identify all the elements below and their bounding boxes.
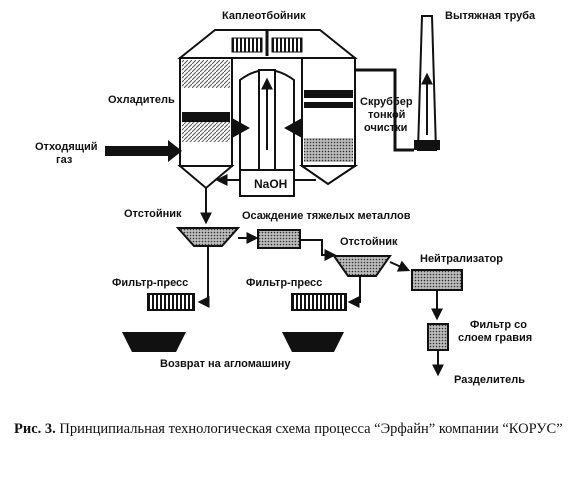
label-gravel-filter-2: слоем гравия: [458, 332, 533, 344]
return-hopper-1: [122, 332, 186, 352]
return-hopper-2: [282, 332, 344, 352]
flow-settler1-to-press1: [197, 246, 210, 308]
figure-caption: Рис. 3. Принципиальная технологическая с…: [14, 420, 566, 439]
offgas-arrowhead: [168, 140, 182, 162]
filter-press-1: [147, 293, 195, 311]
cooler-bottom-cone: [177, 165, 235, 190]
label-scrubber-3: очистки: [364, 122, 408, 134]
offgas-pipe: [105, 146, 171, 156]
liquid-treatment-line: [122, 188, 463, 377]
label-filter-press-2: Фильтр-пресс: [246, 277, 323, 289]
stack-base: [414, 140, 440, 150]
scrubber-packing: [304, 138, 353, 162]
cooler-packing-band: [182, 112, 230, 122]
label-settler-2: Отстойник: [340, 236, 398, 248]
droplet-separator-mesh-left: [231, 37, 263, 53]
label-separator: Разделитель: [454, 374, 526, 386]
label-naoh: NaOH: [254, 177, 288, 191]
scrubber-bottom-cone: [298, 165, 359, 186]
label-filter-press-1: Фильтр-пресс: [112, 277, 189, 289]
label-droplet-separator: Каплеотбойник: [222, 10, 306, 22]
cooler-packing-upper: [182, 60, 230, 88]
flow-heavy-to-settler2: [300, 239, 337, 261]
label-heavy-metals: Осаждение тяжелых металлов: [242, 210, 411, 222]
figure-caption-text: Принципиальная технологическая схема про…: [59, 421, 563, 437]
label-settler-1: Отстойник: [124, 208, 182, 220]
scrubber-band-lower: [304, 102, 353, 108]
filter-press-2: [291, 293, 347, 311]
label-scrubber-2: тонкой: [368, 109, 406, 121]
figure-number: Рис. 3.: [14, 421, 56, 437]
gas-flow-arrow-scrubber: [284, 118, 302, 138]
heavy-metals-tank: [257, 229, 301, 249]
settler-2: [332, 255, 392, 277]
settler-1: [175, 227, 241, 247]
label-return-sinter: Возврат на агломашину: [160, 358, 291, 370]
label-exhaust-stack: Вытяжная труба: [445, 10, 536, 22]
droplet-separator-mesh-right: [271, 37, 303, 53]
gas-flow-arrow-cooler: [232, 118, 250, 138]
label-neutralizer: Нейтрализатор: [420, 253, 503, 265]
process-flow-diagram: [105, 15, 463, 377]
flow-settler2-to-neutralizer: [389, 260, 411, 272]
scrubber-to-stack-duct: [355, 68, 414, 152]
gravel-filter: [427, 323, 449, 351]
label-cooler: Охладитель: [108, 94, 175, 106]
label-scrubber-1: Скруббер: [360, 96, 413, 108]
flow-settler2-to-press2: [347, 276, 361, 308]
cooler-packing-lower: [182, 122, 230, 142]
label-offgas-2: газ: [56, 154, 73, 166]
absorber-unit: [177, 29, 359, 197]
scrubber-band-upper: [304, 90, 353, 98]
exhaust-stack-unit: [355, 15, 440, 152]
label-gravel-filter-1: Фильтр со: [470, 319, 527, 331]
offgas-inlet: [105, 140, 182, 162]
neutralizer-tank: [411, 269, 463, 291]
naoh-box: [239, 169, 295, 197]
label-offgas-1: Отходящий: [35, 141, 98, 153]
